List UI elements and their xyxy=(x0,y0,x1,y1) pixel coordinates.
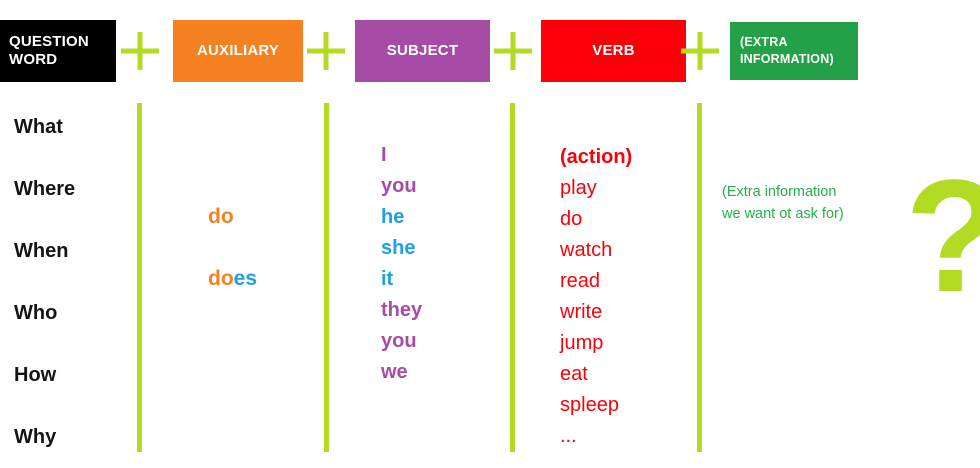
verb-item: play xyxy=(560,177,597,199)
header-subject-label: SUBJECT xyxy=(386,42,459,60)
header-box-extra-information: (EXTRA INFORMATION) xyxy=(730,22,858,80)
plus-icon-2 xyxy=(307,32,345,70)
plus-icon-3 xyxy=(494,32,532,70)
verb-item: do xyxy=(560,208,583,230)
header-extra-line2: INFORMATION) xyxy=(740,52,834,66)
plus-icon-1 xyxy=(121,32,159,70)
plus-icon-4 xyxy=(681,32,719,70)
question-mark-icon: ? xyxy=(905,156,980,316)
header-box-verb: VERB xyxy=(541,20,686,82)
verb-item: jump xyxy=(560,332,604,354)
header-box-auxiliary: AUXILIARY xyxy=(173,20,303,82)
subject-item: she xyxy=(381,237,416,259)
verb-item: ... xyxy=(560,425,577,447)
auxiliary-stem: do xyxy=(208,267,234,290)
auxiliary-ending: es xyxy=(233,267,258,290)
verb-item: eat xyxy=(560,363,588,385)
auxiliary-stem: do xyxy=(208,205,234,228)
subject-item: you xyxy=(381,175,417,197)
header-verb-label: VERB xyxy=(592,42,635,60)
extra-information-line1: (Extra information xyxy=(722,184,837,200)
header-question-word-text: QUESTION WORD xyxy=(9,33,89,68)
subject-item: they xyxy=(381,299,423,321)
header-box-subject: SUBJECT xyxy=(355,20,490,82)
verb-item: read xyxy=(560,270,601,292)
auxiliary-item: does xyxy=(208,267,318,291)
subject-item: I xyxy=(381,144,387,166)
header-question-word-line2: WORD xyxy=(9,51,58,68)
question-word-item: Why xyxy=(14,425,57,448)
question-word-item: When xyxy=(14,239,69,262)
column-divider-4 xyxy=(697,103,702,452)
header-question-word-line1: QUESTION xyxy=(9,33,89,51)
header-extra-text: (EXTRA INFORMATION) xyxy=(740,34,834,68)
subject-item: you xyxy=(381,330,417,352)
verb-item: watch xyxy=(560,239,613,261)
extra-information-line2: we want ot ask for) xyxy=(722,206,844,223)
verb-item: write xyxy=(560,301,603,323)
subject-item: he xyxy=(381,206,405,228)
column-divider-1 xyxy=(137,103,142,452)
subject-item: we xyxy=(381,361,408,383)
question-word-item: How xyxy=(14,363,57,386)
extra-information-note: (Extra information we want ot ask for) xyxy=(722,181,887,226)
auxiliary-item: do xyxy=(208,205,318,229)
column-divider-2 xyxy=(324,103,329,452)
header-extra-line1: (EXTRA xyxy=(740,35,788,50)
column-verbs: (action) play do watch read write jump eat splee… xyxy=(560,142,695,452)
column-divider-3 xyxy=(510,103,515,452)
header-box-question-word: QUESTION WORD xyxy=(0,20,116,82)
question-word-item: Who xyxy=(14,301,58,324)
verb-item: (action) xyxy=(560,146,633,168)
verb-item: spleep xyxy=(560,394,619,416)
header-auxiliary-label: AUXILIARY xyxy=(196,42,280,60)
question-word-item: What xyxy=(14,115,63,138)
subject-item: it xyxy=(381,268,394,290)
question-word-item: Where xyxy=(14,177,76,200)
